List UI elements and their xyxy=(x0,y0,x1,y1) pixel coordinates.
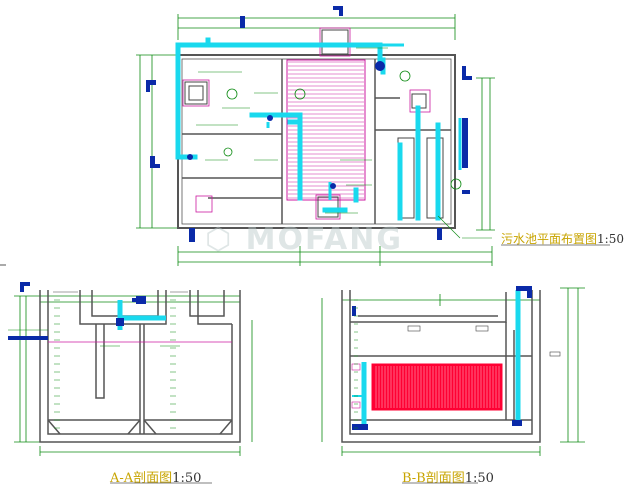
plan-title-scale: 1:50 xyxy=(597,232,624,246)
section-a-dimensions xyxy=(14,295,253,456)
section-a-pipes xyxy=(117,300,166,330)
section-b-pipes xyxy=(361,290,521,424)
plan-view xyxy=(136,6,495,266)
section-b-title: B-B剖面图1:50 xyxy=(402,467,494,486)
watermark-logo: ⬡ MOFANG xyxy=(205,222,403,257)
section-a-title-text: A-A剖面图 xyxy=(110,471,173,486)
section-b-b xyxy=(321,286,585,456)
plan-fittings xyxy=(146,6,472,242)
membrane-grid-plan xyxy=(286,59,366,201)
membrane-module-red xyxy=(371,363,503,411)
plan-pipes xyxy=(175,37,441,221)
drawing-canvas xyxy=(0,6,585,456)
section-a-title: A-A剖面图1:50 xyxy=(110,467,201,486)
section-b-title-scale: 1:50 xyxy=(464,471,494,486)
section-b-title-text: B-B剖面图 xyxy=(402,471,465,486)
section-a-title-scale: 1:50 xyxy=(172,471,202,486)
section-a-a xyxy=(8,282,253,456)
plan-title-text: 污水池平面布置图 xyxy=(501,232,598,246)
plan-title: 污水池平面布置图1:50 xyxy=(501,230,624,247)
